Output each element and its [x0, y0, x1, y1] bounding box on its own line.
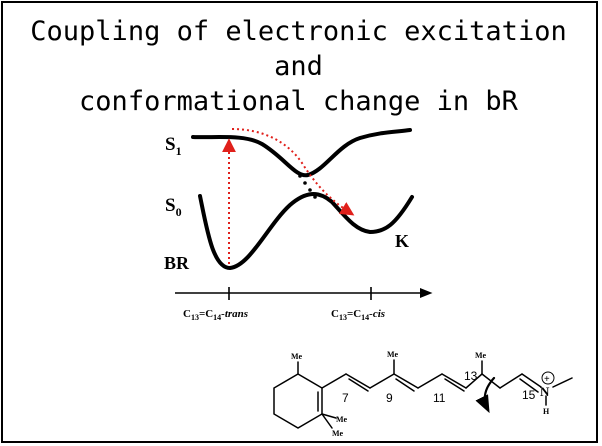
charge-label: +: [544, 374, 550, 385]
s0-curve: [198, 192, 414, 271]
n-methyl-bond: [552, 377, 573, 388]
axis-label-cis: C13=C14-cis: [331, 308, 385, 322]
carbon-number: 11: [433, 391, 446, 405]
carbon-number: 13: [464, 369, 478, 383]
chain-double-bond: [519, 378, 539, 393]
chain-bond: [321, 373, 347, 389]
slide-title: Coupling of electronic excitation and co…: [0, 14, 597, 119]
s1-curve: [191, 128, 412, 178]
s1-label: S1: [165, 134, 182, 158]
charge-circle: [541, 371, 555, 385]
chain-double-bond: [395, 378, 415, 392]
methyl-bond: [321, 413, 333, 429]
chain-bond: [441, 373, 467, 389]
chain-bond: [465, 373, 483, 389]
title-line-2: conformational change in bR: [79, 86, 518, 117]
methyl-label: Me: [387, 350, 399, 359]
hydrogen-label: H: [543, 407, 550, 416]
ci-dot: [303, 181, 307, 185]
chain-bond: [521, 373, 542, 388]
ci-dot: [298, 174, 302, 178]
chain-double-bond: [348, 378, 369, 392]
methyl-label: Me: [291, 352, 303, 361]
chain-double-bond: [444, 378, 465, 392]
k-label: K: [395, 231, 409, 251]
carbon-number: 7: [342, 391, 349, 405]
methyl-label: Me: [332, 429, 344, 438]
ci-dot: [308, 188, 312, 192]
ci-dot: [313, 195, 317, 199]
axis-label-trans: C13=C14-trans: [183, 308, 248, 322]
chain-bond: [369, 373, 395, 389]
br-label: BR: [164, 253, 190, 273]
chain-bond: [499, 373, 523, 389]
title-line-1: Coupling of electronic excitation and: [30, 16, 567, 82]
ring-bonds: [273, 373, 323, 429]
rotation-arrow: [475, 376, 496, 414]
retinal-structure: [273, 359, 573, 429]
carbon-number: 15: [522, 388, 536, 402]
methyl-label: Me: [336, 415, 348, 424]
methyl-label: Me: [475, 351, 487, 360]
methyl-bond: [321, 413, 337, 419]
relaxation-arrow: [231, 128, 355, 216]
chain-bond: [345, 373, 371, 389]
s0-label: S0: [165, 195, 182, 219]
nitrogen-label: N: [540, 384, 550, 399]
carbon-number: 9: [386, 391, 393, 405]
chain-bond: [417, 373, 443, 389]
chain-bond: [393, 373, 419, 389]
